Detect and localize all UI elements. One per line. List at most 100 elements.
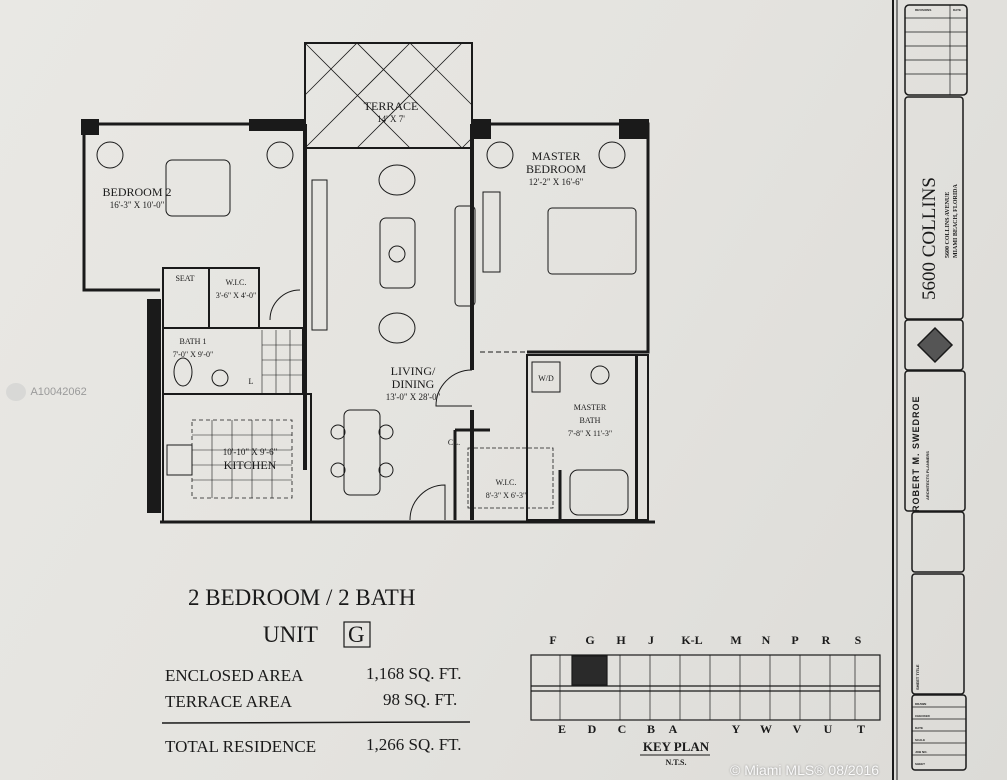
title-block-frame <box>892 0 968 780</box>
room-name: W.I.C. <box>225 278 247 287</box>
key-unit-label: M <box>730 633 742 647</box>
floor-tiles <box>192 330 305 498</box>
room-master-bath: MASTER BATH 7'-8" X 11'-3" <box>568 401 612 440</box>
unit-type-title: 2 BEDROOM / 2 BATH <box>188 585 416 610</box>
kitchen-outline <box>162 393 312 523</box>
room-dimensions: 13'-0" X 28'-0" <box>385 392 441 402</box>
room-dimensions: 10'-10" X 9'-6" <box>222 447 278 457</box>
project-name: 5600 COLLINS <box>919 177 940 300</box>
room-name: DINING <box>391 377 435 391</box>
listing-id: A10042062 <box>30 385 87 398</box>
master-sink <box>590 365 610 385</box>
sheet-title-label: SHEET TITLE <box>915 664 920 690</box>
field-drawn: DRAWN <box>915 702 927 706</box>
key-plan-title: KEY PLAN <box>642 739 710 754</box>
master-wic-walls <box>453 428 562 520</box>
unit-letter-box <box>343 621 371 648</box>
toilet <box>173 357 193 387</box>
wall-column <box>619 119 649 139</box>
key-unit-label: U <box>823 722 833 736</box>
key-unit-label: S <box>854 633 862 647</box>
key-unit-label: P <box>791 633 799 647</box>
room-name: BEDROOM 2 <box>102 185 172 199</box>
key-unit-label: B <box>646 722 656 736</box>
stove <box>166 444 193 476</box>
room-dimensions: 7'-0" X 9'-0" <box>172 350 214 359</box>
key-unit-label: V <box>792 722 802 736</box>
exterior-wall-right <box>635 354 649 521</box>
key-unit-label: K-L <box>681 633 703 647</box>
mls-logo-icon <box>6 383 26 401</box>
room-dimensions: 14' X 7' <box>377 114 405 124</box>
key-plan-drawing <box>530 654 881 721</box>
room-master-wic: W.I.C. 8'-3" X 6'-3" <box>486 476 527 502</box>
field-date: DATE <box>915 726 923 730</box>
room-terrace: TERRACE 14' X 7' <box>364 100 419 126</box>
revisions-header: REVISIONS <box>915 8 932 12</box>
unit-label: UNIT <box>263 622 318 647</box>
key-unit-label: G <box>585 633 595 647</box>
armchair <box>378 312 416 344</box>
key-unit-label: J <box>648 633 654 647</box>
room-name: MASTER <box>531 149 581 163</box>
shower-seat-label: SEAT <box>175 274 195 283</box>
exterior-wall <box>147 299 161 513</box>
bed-master <box>547 207 637 275</box>
room-name: BEDROOM <box>525 162 587 176</box>
terrace-outline <box>304 42 473 149</box>
key-unit-label: W <box>760 722 772 736</box>
key-unit-label: F <box>549 633 557 647</box>
armchair <box>378 164 416 196</box>
terrace-area-value: 98 SQ. FT. <box>383 690 458 709</box>
room-kitchen: 10'-10" X 9'-6" KITCHEN <box>223 446 278 472</box>
furniture <box>96 141 637 496</box>
total-divider <box>161 721 471 724</box>
media-unit <box>311 179 328 331</box>
room-name: MASTER <box>573 403 607 412</box>
field-scale: SCALE <box>915 738 926 742</box>
wall-column <box>249 119 306 131</box>
wall-column <box>81 119 99 135</box>
highlighted-unit-g <box>571 655 608 686</box>
coffee-table <box>379 217 416 289</box>
room-bath1: BATH 1 7'-0" X 9'-0" <box>173 335 214 361</box>
room-name: TERRACE <box>363 99 419 113</box>
room-bedroom2: BEDROOM 2 16'-3" X 10'-0" <box>102 186 171 212</box>
unit-letter: G <box>348 622 365 647</box>
key-unit-label: Y <box>731 722 741 736</box>
room-name: LIVING/ <box>390 364 436 378</box>
dining-table <box>343 409 381 496</box>
key-unit-label: R <box>821 633 831 647</box>
room-dimensions: 3'-6" X 4'-0" <box>215 291 257 300</box>
key-unit-label: N <box>761 633 771 647</box>
key-unit-label: T <box>856 722 866 736</box>
key-unit-label: C <box>617 722 627 736</box>
room-wic1: W.I.C. 3'-6" X 4'-0" <box>216 276 257 302</box>
enclosed-area-value: 1,168 SQ. FT. <box>366 664 462 683</box>
field-job-no: JOB NO. <box>915 750 928 754</box>
wall-column <box>471 119 491 139</box>
terrace-tile-pattern <box>304 42 473 149</box>
key-unit-label: A <box>668 722 678 736</box>
project-address-line2: MIAMI BEACH, FLORIDA <box>953 184 959 258</box>
room-living-dining: LIVING/ DINING 13'-0" X 28'-0" <box>386 365 441 404</box>
bath1-sink <box>211 369 229 387</box>
bathtub <box>569 469 629 516</box>
wic-shelf <box>467 447 554 509</box>
listing-id-watermark: A10042062 <box>6 383 92 401</box>
dresser <box>482 191 501 273</box>
architect-firm-type: ARCHITECTS PLANNERS <box>925 451 930 500</box>
room-name: BATH <box>579 416 601 425</box>
room-dimensions: 7'-8" X 11'-3" <box>567 429 613 438</box>
linen-closet-label: L <box>248 377 254 386</box>
key-unit-label: D <box>587 722 597 736</box>
master-bedroom-walls <box>472 122 650 354</box>
room-dimensions: 16'-3" X 10'-0" <box>109 200 165 210</box>
architect-name: ROBERT M. SWEDROE <box>911 395 921 512</box>
room-master-bedroom: MASTER BEDROOM 12'-2" X 16'-6" <box>526 150 586 189</box>
field-sheet: SHEET <box>915 762 926 766</box>
sheet-fields: DRAWN CHECKED DATE SCALE JOB NO. SHEET <box>915 698 930 770</box>
room-dimensions: 12'-2" X 16'-6" <box>528 177 584 187</box>
total-residence-label: TOTAL RESIDENCE <box>165 737 317 756</box>
